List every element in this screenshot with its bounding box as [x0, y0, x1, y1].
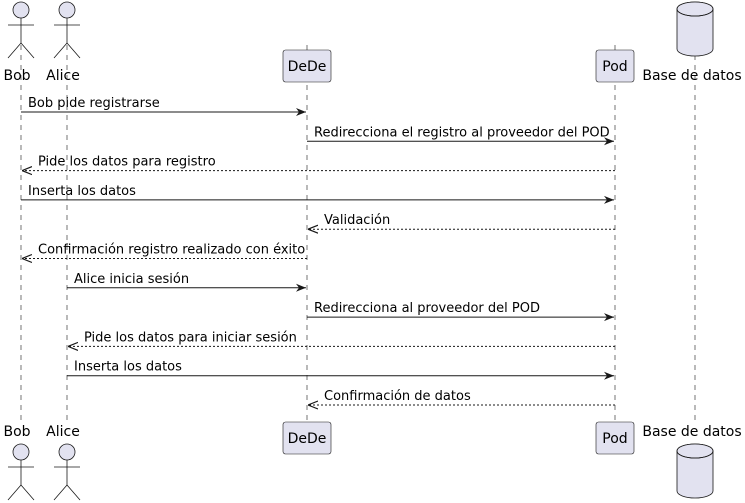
actor-leg-left: [53, 42, 68, 59]
participants-bottom: Bob Alice DeDe Pod Base de datos: [3, 421, 742, 501]
actor-head-icon: [12, 443, 30, 461]
actor-alice: Alice: [46, 424, 81, 501]
database-rim: [676, 8, 714, 17]
actor-label: Bob: [3, 68, 30, 84]
message-label: Bob pide registrarse: [28, 96, 160, 111]
actor-head-icon: [58, 1, 76, 19]
participant-box: [595, 49, 635, 83]
message-3: Pide los datos para registro: [22, 155, 615, 171]
participant-box: [282, 421, 332, 455]
message-label: Confirmación de datos: [324, 389, 471, 404]
participant-pod: Pod: [595, 421, 635, 455]
actor-head-icon: [58, 443, 76, 461]
database-label: Base de datos: [642, 68, 741, 84]
database-db: Base de datos: [642, 1, 742, 84]
actor-leg-right: [20, 42, 35, 59]
message-label: Pide los datos para registro: [38, 155, 216, 170]
message-label: Redirecciona el registro al proveedor de…: [314, 125, 610, 140]
message-4: Inserta los datos: [21, 184, 614, 204]
message-label: Validación: [324, 213, 390, 228]
message-6: Confirmación registro realizado con éxit…: [22, 243, 307, 259]
database-db: Base de datos: [642, 424, 742, 499]
actor-label: Alice: [46, 424, 80, 440]
actor-leg-left: [53, 484, 68, 501]
message-label: Alice inicia sesión: [74, 272, 189, 287]
actor-alice: Alice: [46, 1, 81, 84]
message-label: Confirmación registro realizado con éxit…: [38, 243, 305, 258]
message-5: Validación: [308, 213, 615, 229]
actor-head-icon: [12, 1, 30, 19]
participant-label: Pod: [602, 431, 627, 447]
database-rim: [676, 450, 714, 459]
message-7: Alice inicia sesión: [67, 272, 306, 292]
actor-leg-right: [20, 484, 35, 501]
participant-label: DeDe: [288, 59, 327, 75]
actor-leg-left: [7, 42, 22, 59]
actor-leg-right: [66, 42, 81, 59]
message-label: Redirecciona al proveedor del POD: [314, 301, 540, 316]
lifelines: [20, 45, 696, 420]
message-label: Inserta los datos: [74, 360, 182, 375]
participant-label: DeDe: [288, 431, 327, 447]
message-label: Pide los datos para iniciar sesión: [84, 330, 297, 345]
message-1: Bob pide registrarse: [21, 96, 306, 116]
message-2: Redirecciona el registro al proveedor de…: [307, 125, 614, 146]
participant-dede: DeDe: [282, 421, 332, 455]
actor-leg-right: [66, 484, 81, 501]
actor-leg-left: [7, 484, 22, 501]
participant-dede: DeDe: [282, 49, 332, 83]
message-9: Pide los datos para iniciar sesión: [68, 330, 615, 346]
message-10: Inserta los datos: [67, 360, 614, 380]
actor-bob: Bob: [3, 424, 35, 501]
participant-pod: Pod: [595, 49, 635, 83]
participant-box: [595, 421, 635, 455]
message-11: Confirmación de datos: [308, 389, 615, 405]
message-label: Inserta los datos: [28, 184, 136, 199]
message-8: Redirecciona al proveedor del POD: [307, 301, 614, 322]
participant-box: [282, 49, 332, 83]
actor-label: Alice: [46, 68, 80, 84]
actor-bob: Bob: [3, 1, 35, 84]
participant-label: Pod: [602, 59, 627, 75]
actor-label: Bob: [3, 424, 30, 440]
database-label: Base de datos: [642, 424, 741, 440]
